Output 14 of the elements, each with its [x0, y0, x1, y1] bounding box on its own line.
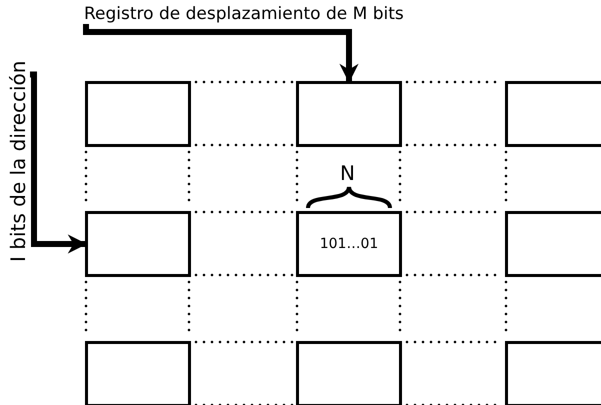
register-box	[505, 341, 601, 405]
register-box	[505, 81, 601, 147]
brace-label: N	[340, 161, 355, 185]
register-box	[296, 341, 402, 405]
register-box	[296, 81, 402, 147]
register-box	[85, 211, 191, 277]
register-box: 101…01	[296, 211, 402, 277]
arrow	[83, 24, 359, 83]
register-box	[85, 341, 191, 405]
register-box	[505, 211, 601, 277]
axis-caption: Registro de desplazamiento de M bits	[84, 4, 404, 24]
axis-caption: I bits de la dirección	[6, 60, 30, 262]
arrow	[30, 72, 87, 254]
register-box	[85, 81, 191, 147]
